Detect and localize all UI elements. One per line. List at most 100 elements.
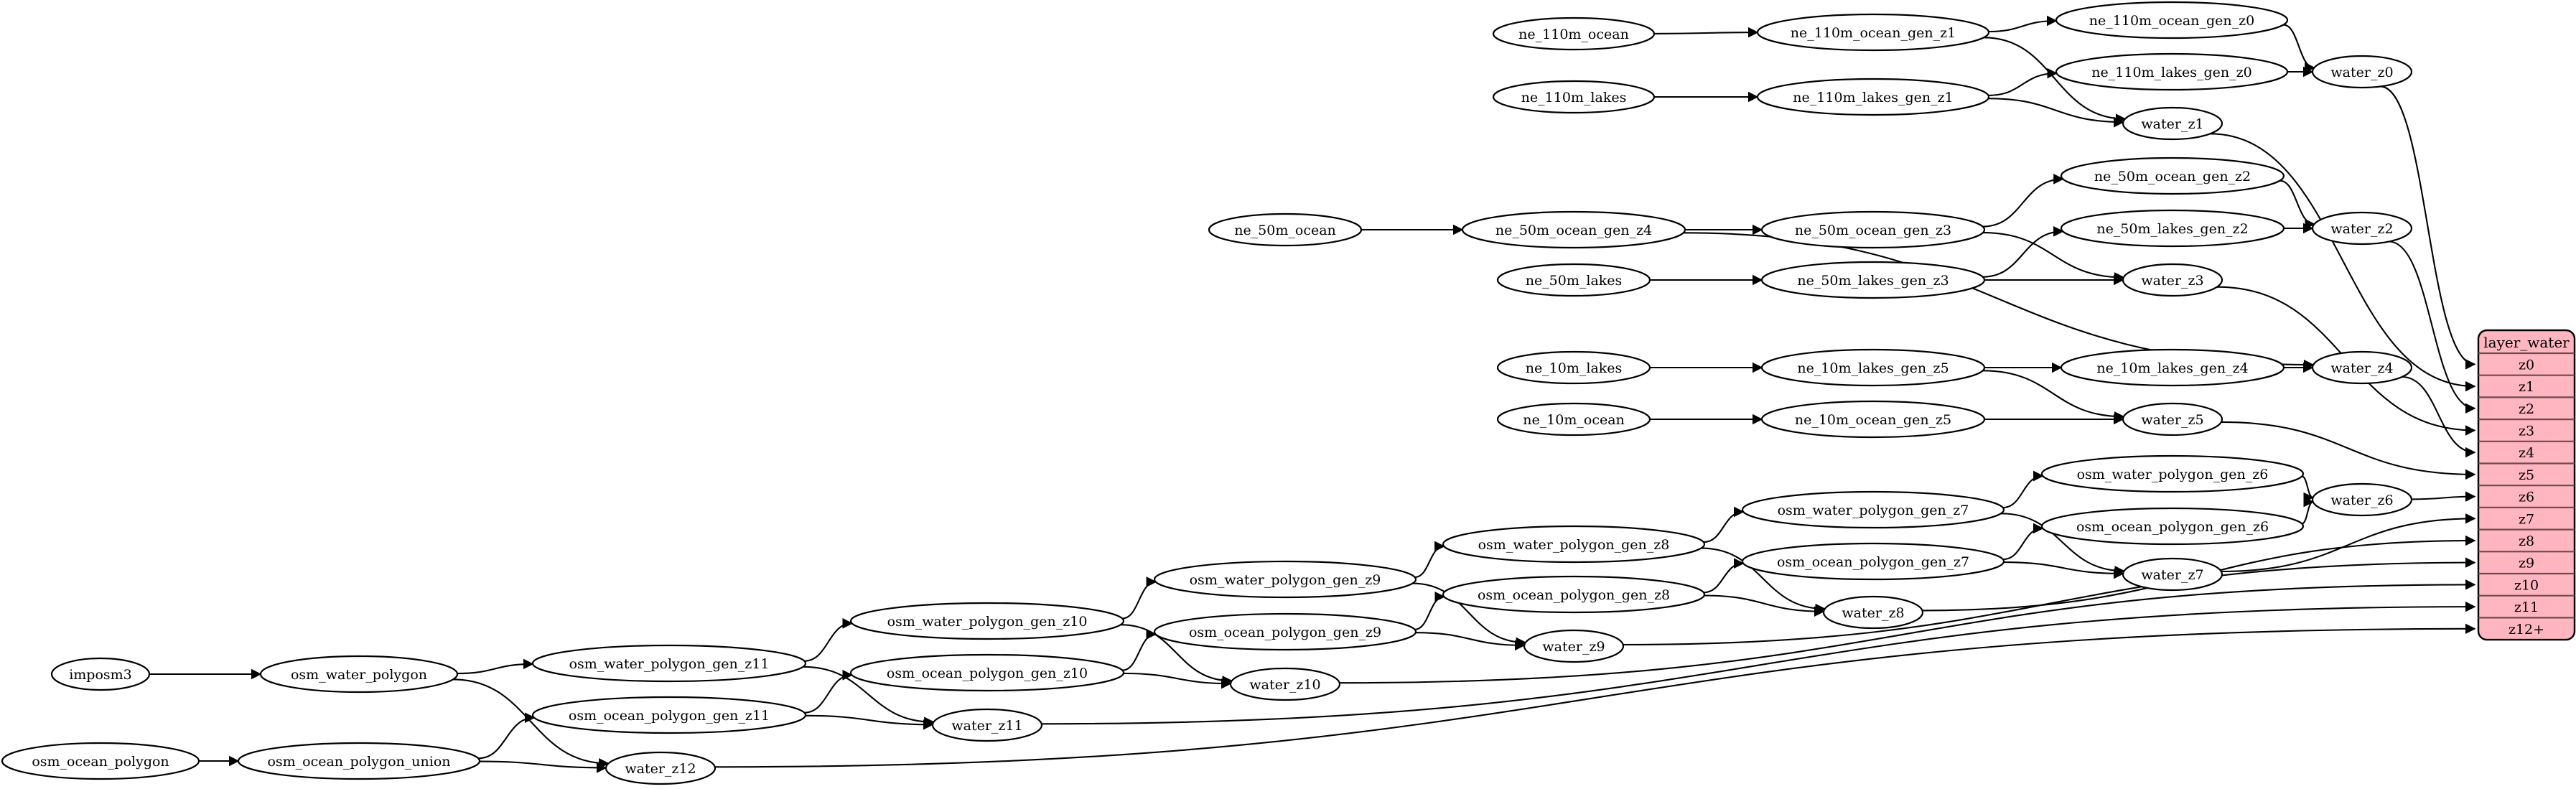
graph-node-osm_ocean_polygon_gen_z10[interactable]: osm_ocean_polygon_gen_z10 [849, 653, 1125, 692]
graph-node-osm_water_polygon_gen_z11[interactable]: osm_water_polygon_gen_z11 [531, 644, 807, 683]
graph-node-imposm3[interactable]: imposm3 [50, 657, 151, 691]
node-ellipse [605, 751, 717, 785]
graph-node-water_z1[interactable]: water_z1 [2122, 106, 2223, 141]
table-row-z10[interactable]: z10 [2514, 577, 2539, 593]
graph-node-ne_10m_ocean_gen_z5[interactable]: ne_10m_ocean_gen_z5 [1760, 400, 1986, 439]
node-label: osm_water_polygon_gen_z10 [887, 614, 1088, 630]
layer-water-table: layer_waterz0z1z2z3z4z5z6z7z8z9z10z11z12… [2477, 329, 2576, 641]
node-label: ne_50m_ocean_gen_z2 [2094, 169, 2251, 185]
graph-node-ne_50m_lakes_gen_z3[interactable]: ne_50m_lakes_gen_z3 [1760, 261, 1986, 299]
table-row-z2[interactable]: z2 [2519, 401, 2534, 417]
node-ellipse [50, 657, 151, 691]
node-label: osm_water_polygon_gen_z6 [2077, 467, 2269, 482]
node-label: water_z6 [2330, 492, 2393, 508]
graph-node-ne_10m_ocean[interactable]: ne_10m_ocean [1496, 402, 1651, 436]
node-ellipse [849, 653, 1125, 692]
graph-node-water_z4[interactable]: water_z4 [2311, 350, 2413, 385]
edge-osm_ocean_polygon_gen_z6-to-water_z6 [2301, 496, 2315, 525]
graph-node-ne_110m_lakes[interactable]: ne_110m_lakes [1492, 80, 1656, 114]
graph-node-osm_water_polygon_gen_z7[interactable]: osm_water_polygon_gen_z7 [1741, 490, 2005, 529]
table-row-z8[interactable]: z8 [2519, 533, 2534, 549]
node-ellipse [1, 742, 200, 780]
graph-node-ne_50m_ocean_gen_z4[interactable]: ne_50m_ocean_gen_z4 [1461, 210, 1686, 249]
graph-node-water_z5[interactable]: water_z5 [2122, 402, 2223, 436]
graph-node-water_z8[interactable]: water_z8 [1822, 595, 1924, 630]
edge-osm_ocean_polygon_gen_z11-to-water_z11 [805, 714, 934, 730]
graph-node-water_z3[interactable]: water_z3 [2122, 263, 2223, 297]
node-label: ne_110m_lakes [1521, 90, 1627, 106]
table-row-z7[interactable]: z7 [2519, 511, 2534, 527]
node-ellipse [1492, 17, 1656, 51]
edge-osm_ocean_polygon_gen_z10-to-water_z10 [1123, 672, 1232, 689]
edge-osm_water_polygon_gen_z8-to-osm_water_polygon_gen_z7 [1703, 506, 1745, 543]
graph-node-water_z10[interactable]: water_z10 [1229, 667, 1341, 701]
graph-node-ne_110m_lakes_gen_z0[interactable]: ne_110m_lakes_gen_z0 [2055, 52, 2289, 91]
table-row-z4[interactable]: z4 [2519, 445, 2534, 461]
node-ellipse [1153, 612, 1417, 651]
graph-node-osm_water_polygon[interactable]: osm_water_polygon [259, 655, 459, 694]
node-ellipse [1442, 525, 1706, 564]
node-ellipse [1492, 80, 1656, 114]
node-label: ne_50m_lakes_gen_z3 [1797, 273, 1949, 289]
graph-node-water_z9[interactable]: water_z9 [1523, 629, 1625, 663]
edge-ne_110m_ocean-to-ne_110m_ocean_gen_z1 [1653, 27, 1759, 38]
node-ellipse [2122, 402, 2223, 436]
graph-node-ne_110m_ocean_gen_z0[interactable]: ne_110m_ocean_gen_z0 [2055, 1, 2289, 39]
graph-node-osm_water_polygon_gen_z9[interactable]: osm_water_polygon_gen_z9 [1153, 560, 1417, 599]
node-label: water_z10 [1249, 677, 1320, 693]
graph-node-osm_water_polygon_gen_z8[interactable]: osm_water_polygon_gen_z8 [1442, 525, 1706, 564]
graph-node-water_z0[interactable]: water_z0 [2311, 55, 2413, 89]
table-row-z0[interactable]: z0 [2519, 357, 2534, 373]
edge-osm_ocean_polygon_gen_z9-to-water_z9 [1415, 632, 1526, 651]
graph-node-ne_50m_ocean[interactable]: ne_50m_ocean [1208, 213, 1363, 247]
graph-node-ne_10m_lakes[interactable]: ne_10m_lakes [1496, 350, 1651, 385]
node-ellipse [2311, 55, 2413, 89]
graph-node-water_z7[interactable]: water_z7 [2122, 557, 2223, 592]
node-ellipse [931, 708, 1043, 742]
table-row-z9[interactable]: z9 [2519, 556, 2534, 571]
graph-node-water_z6[interactable]: water_z6 [2311, 482, 2413, 517]
graph-node-ne_50m_lakes_gen_z2[interactable]: ne_50m_lakes_gen_z2 [2060, 209, 2285, 248]
graph-node-water_z11[interactable]: water_z11 [931, 708, 1043, 742]
graph-node-osm_ocean_polygon_gen_z8[interactable]: osm_ocean_polygon_gen_z8 [1442, 575, 1706, 614]
node-ellipse [2060, 348, 2285, 387]
graph-node-ne_50m_ocean_gen_z3[interactable]: ne_50m_ocean_gen_z3 [1760, 210, 1986, 249]
node-label: ne_50m_ocean [1234, 223, 1336, 238]
node-label: osm_ocean_polygon [32, 754, 169, 770]
edge-osm_ocean_polygon_gen_z11-to-osm_ocean_polygon_gen_z10 [804, 669, 854, 714]
graph-node-ne_10m_lakes_gen_z5[interactable]: ne_10m_lakes_gen_z5 [1760, 348, 1986, 387]
graph-node-osm_ocean_polygon_gen_z11[interactable]: osm_ocean_polygon_gen_z11 [531, 696, 807, 734]
graph-node-water_z2[interactable]: water_z2 [2311, 211, 2413, 246]
node-label: osm_ocean_polygon_gen_z9 [1189, 625, 1381, 640]
node-ellipse [2055, 52, 2289, 91]
table-row-z5[interactable]: z5 [2519, 467, 2534, 483]
graph-node-ne_110m_ocean[interactable]: ne_110m_ocean [1492, 17, 1656, 51]
graph-node-ne_110m_ocean_gen_z1[interactable]: ne_110m_ocean_gen_z1 [1756, 13, 1990, 52]
graph-node-osm_ocean_polygon_union[interactable]: osm_ocean_polygon_union [237, 742, 481, 780]
table-row-z6[interactable]: z6 [2519, 490, 2534, 505]
node-ellipse [1760, 400, 1986, 439]
graph-node-ne_10m_lakes_gen_z4[interactable]: ne_10m_lakes_gen_z4 [2060, 348, 2285, 387]
graph-node-osm_water_polygon_gen_z6[interactable]: osm_water_polygon_gen_z6 [2040, 454, 2305, 493]
edge-ne_50m_ocean_gen_z3-to-ne_50m_ocean_gen_z2 [1982, 174, 2064, 228]
graph-node-osm_ocean_polygon_gen_z9[interactable]: osm_ocean_polygon_gen_z9 [1153, 612, 1417, 651]
table-row-z12+[interactable]: z12+ [2509, 622, 2544, 638]
graph-node-osm_ocean_polygon_gen_z6[interactable]: osm_ocean_polygon_gen_z6 [2040, 507, 2305, 546]
edge-osm_water_polygon_gen_z10-to-osm_water_polygon_gen_z9 [1122, 576, 1157, 620]
graph-node-osm_water_polygon_gen_z10[interactable]: osm_water_polygon_gen_z10 [849, 602, 1125, 640]
graph-node-ne_50m_lakes[interactable]: ne_50m_lakes [1496, 263, 1651, 297]
node-ellipse [531, 696, 807, 734]
edge-ne_10m_lakes_gen_z5-to-water_z5 [1982, 370, 2125, 422]
table-row-z11[interactable]: z11 [2514, 599, 2539, 615]
graph-node-water_z12[interactable]: water_z12 [605, 751, 717, 785]
node-label: osm_ocean_polygon_gen_z8 [1478, 587, 1670, 603]
node-label: ne_110m_ocean [1518, 27, 1629, 42]
graph-node-ne_110m_lakes_gen_z1[interactable]: ne_110m_lakes_gen_z1 [1756, 78, 1990, 116]
node-ellipse [531, 644, 807, 683]
table-row-z3[interactable]: z3 [2519, 423, 2534, 439]
graph-node-ne_50m_ocean_gen_z2[interactable]: ne_50m_ocean_gen_z2 [2060, 157, 2285, 195]
node-label: water_z5 [2141, 412, 2203, 428]
graph-node-osm_ocean_polygon_gen_z7[interactable]: osm_ocean_polygon_gen_z7 [1741, 542, 2005, 581]
table-row-z1[interactable]: z1 [2519, 379, 2534, 395]
graph-node-osm_ocean_polygon[interactable]: osm_ocean_polygon [1, 742, 200, 780]
